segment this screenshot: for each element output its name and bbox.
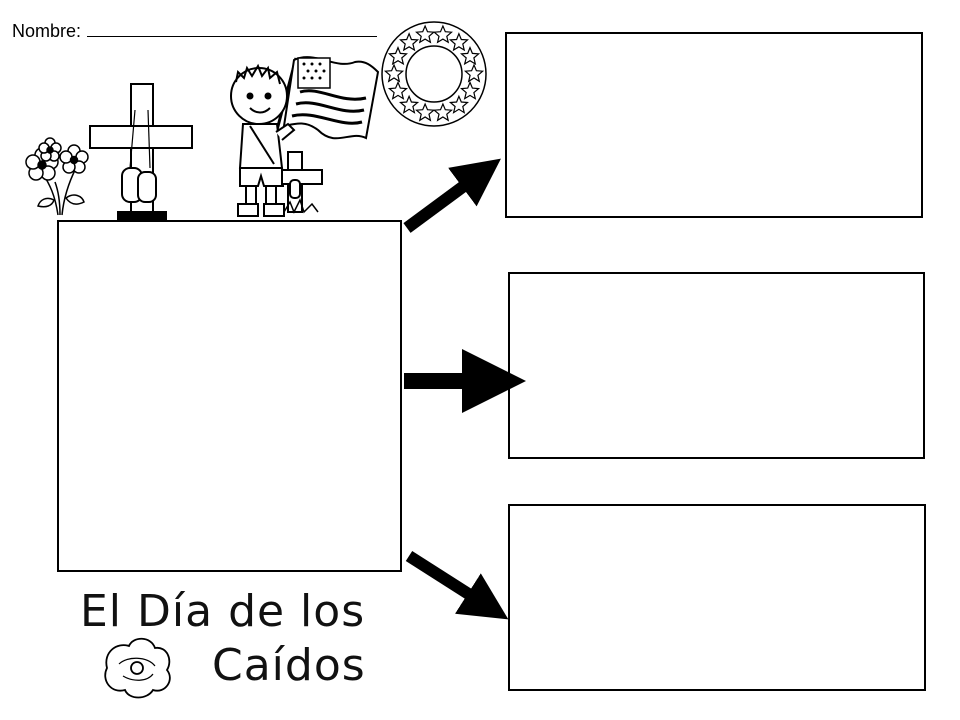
wreath-star <box>415 102 436 122</box>
flowers-icon <box>25 137 89 216</box>
main-writing-box[interactable] <box>57 220 402 572</box>
wreath-star <box>399 94 420 114</box>
detail-box-middle[interactable] <box>508 272 925 459</box>
arrow-up-right-icon <box>403 158 501 233</box>
wreath-star <box>448 32 469 52</box>
title-line-2: Caídos <box>212 640 366 691</box>
arrow-down-right-icon <box>405 550 509 620</box>
wreath-star <box>415 24 436 44</box>
name-row: Nombre: <box>12 20 378 42</box>
wreath-star <box>387 80 408 100</box>
wreath-icon <box>381 21 487 127</box>
wreath-star <box>432 102 453 122</box>
wreath-star <box>460 46 481 66</box>
title-line-1: El Día de los <box>80 586 366 637</box>
cross-icon <box>89 83 193 221</box>
boy-with-flag-icon <box>230 56 380 217</box>
wreath-star <box>383 63 405 83</box>
name-label: Nombre: <box>12 21 82 41</box>
wreath-star <box>387 46 408 66</box>
detail-box-bottom[interactable] <box>508 504 926 691</box>
poppy-icon <box>104 637 171 699</box>
grave-marker-icon <box>281 151 323 214</box>
wreath-star <box>432 24 453 44</box>
wreath-star <box>448 94 469 114</box>
wreath-star <box>399 32 420 52</box>
detail-box-top[interactable] <box>505 32 923 218</box>
name-input-line[interactable] <box>87 20 378 37</box>
wreath-star <box>460 80 481 100</box>
wreath-star <box>463 63 485 83</box>
